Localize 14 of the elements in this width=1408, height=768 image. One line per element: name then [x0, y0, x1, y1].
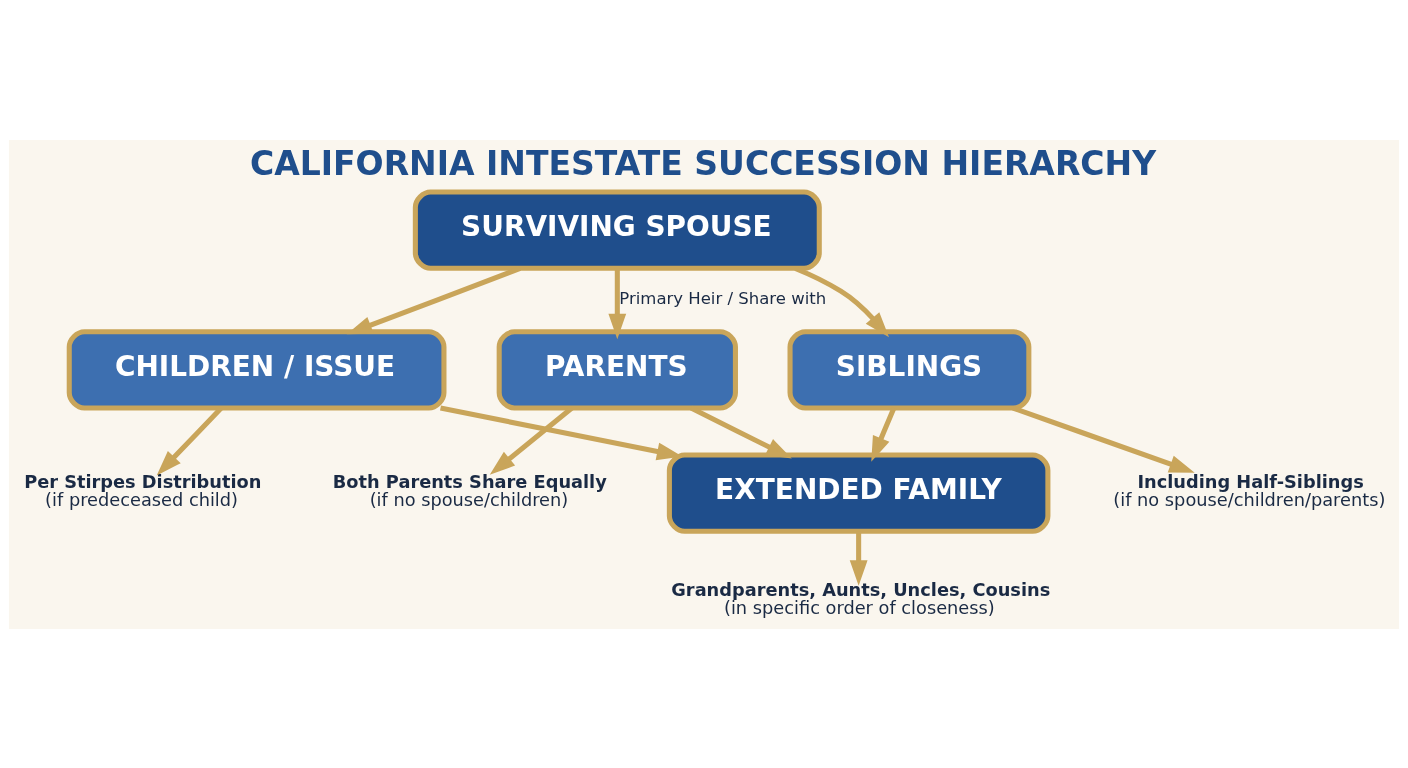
arrow	[608, 268, 627, 339]
node-box: EXTENDED FAMILY	[666, 451, 1051, 534]
arrow	[849, 530, 868, 586]
node-box: CHILDREN / ISSUE	[66, 328, 447, 411]
node-box: PARENTS	[496, 328, 738, 411]
node-text: Both Parents Share Equally (if no spouse/children)	[332, 470, 607, 510]
node-text: Grandparents, Aunts, Uncles, Cousins (in specific order of closeness)	[671, 578, 1051, 618]
edge-label: Primary Heir / Share with	[619, 288, 827, 308]
node-text: Including Half-Siblings (if no spouse/children/parents)	[1113, 470, 1386, 510]
node-box: SURVIVING SPOUSE	[412, 189, 822, 271]
arrow	[1012, 405, 1195, 473]
node-box: SIBLINGS	[787, 328, 1032, 411]
diagram-title: CALIFORNIA INTESTATE SUCCESSION HIERARCHY	[249, 143, 1157, 183]
node-text: Per Stirpes Distribution (if predeceased child)	[24, 470, 262, 510]
